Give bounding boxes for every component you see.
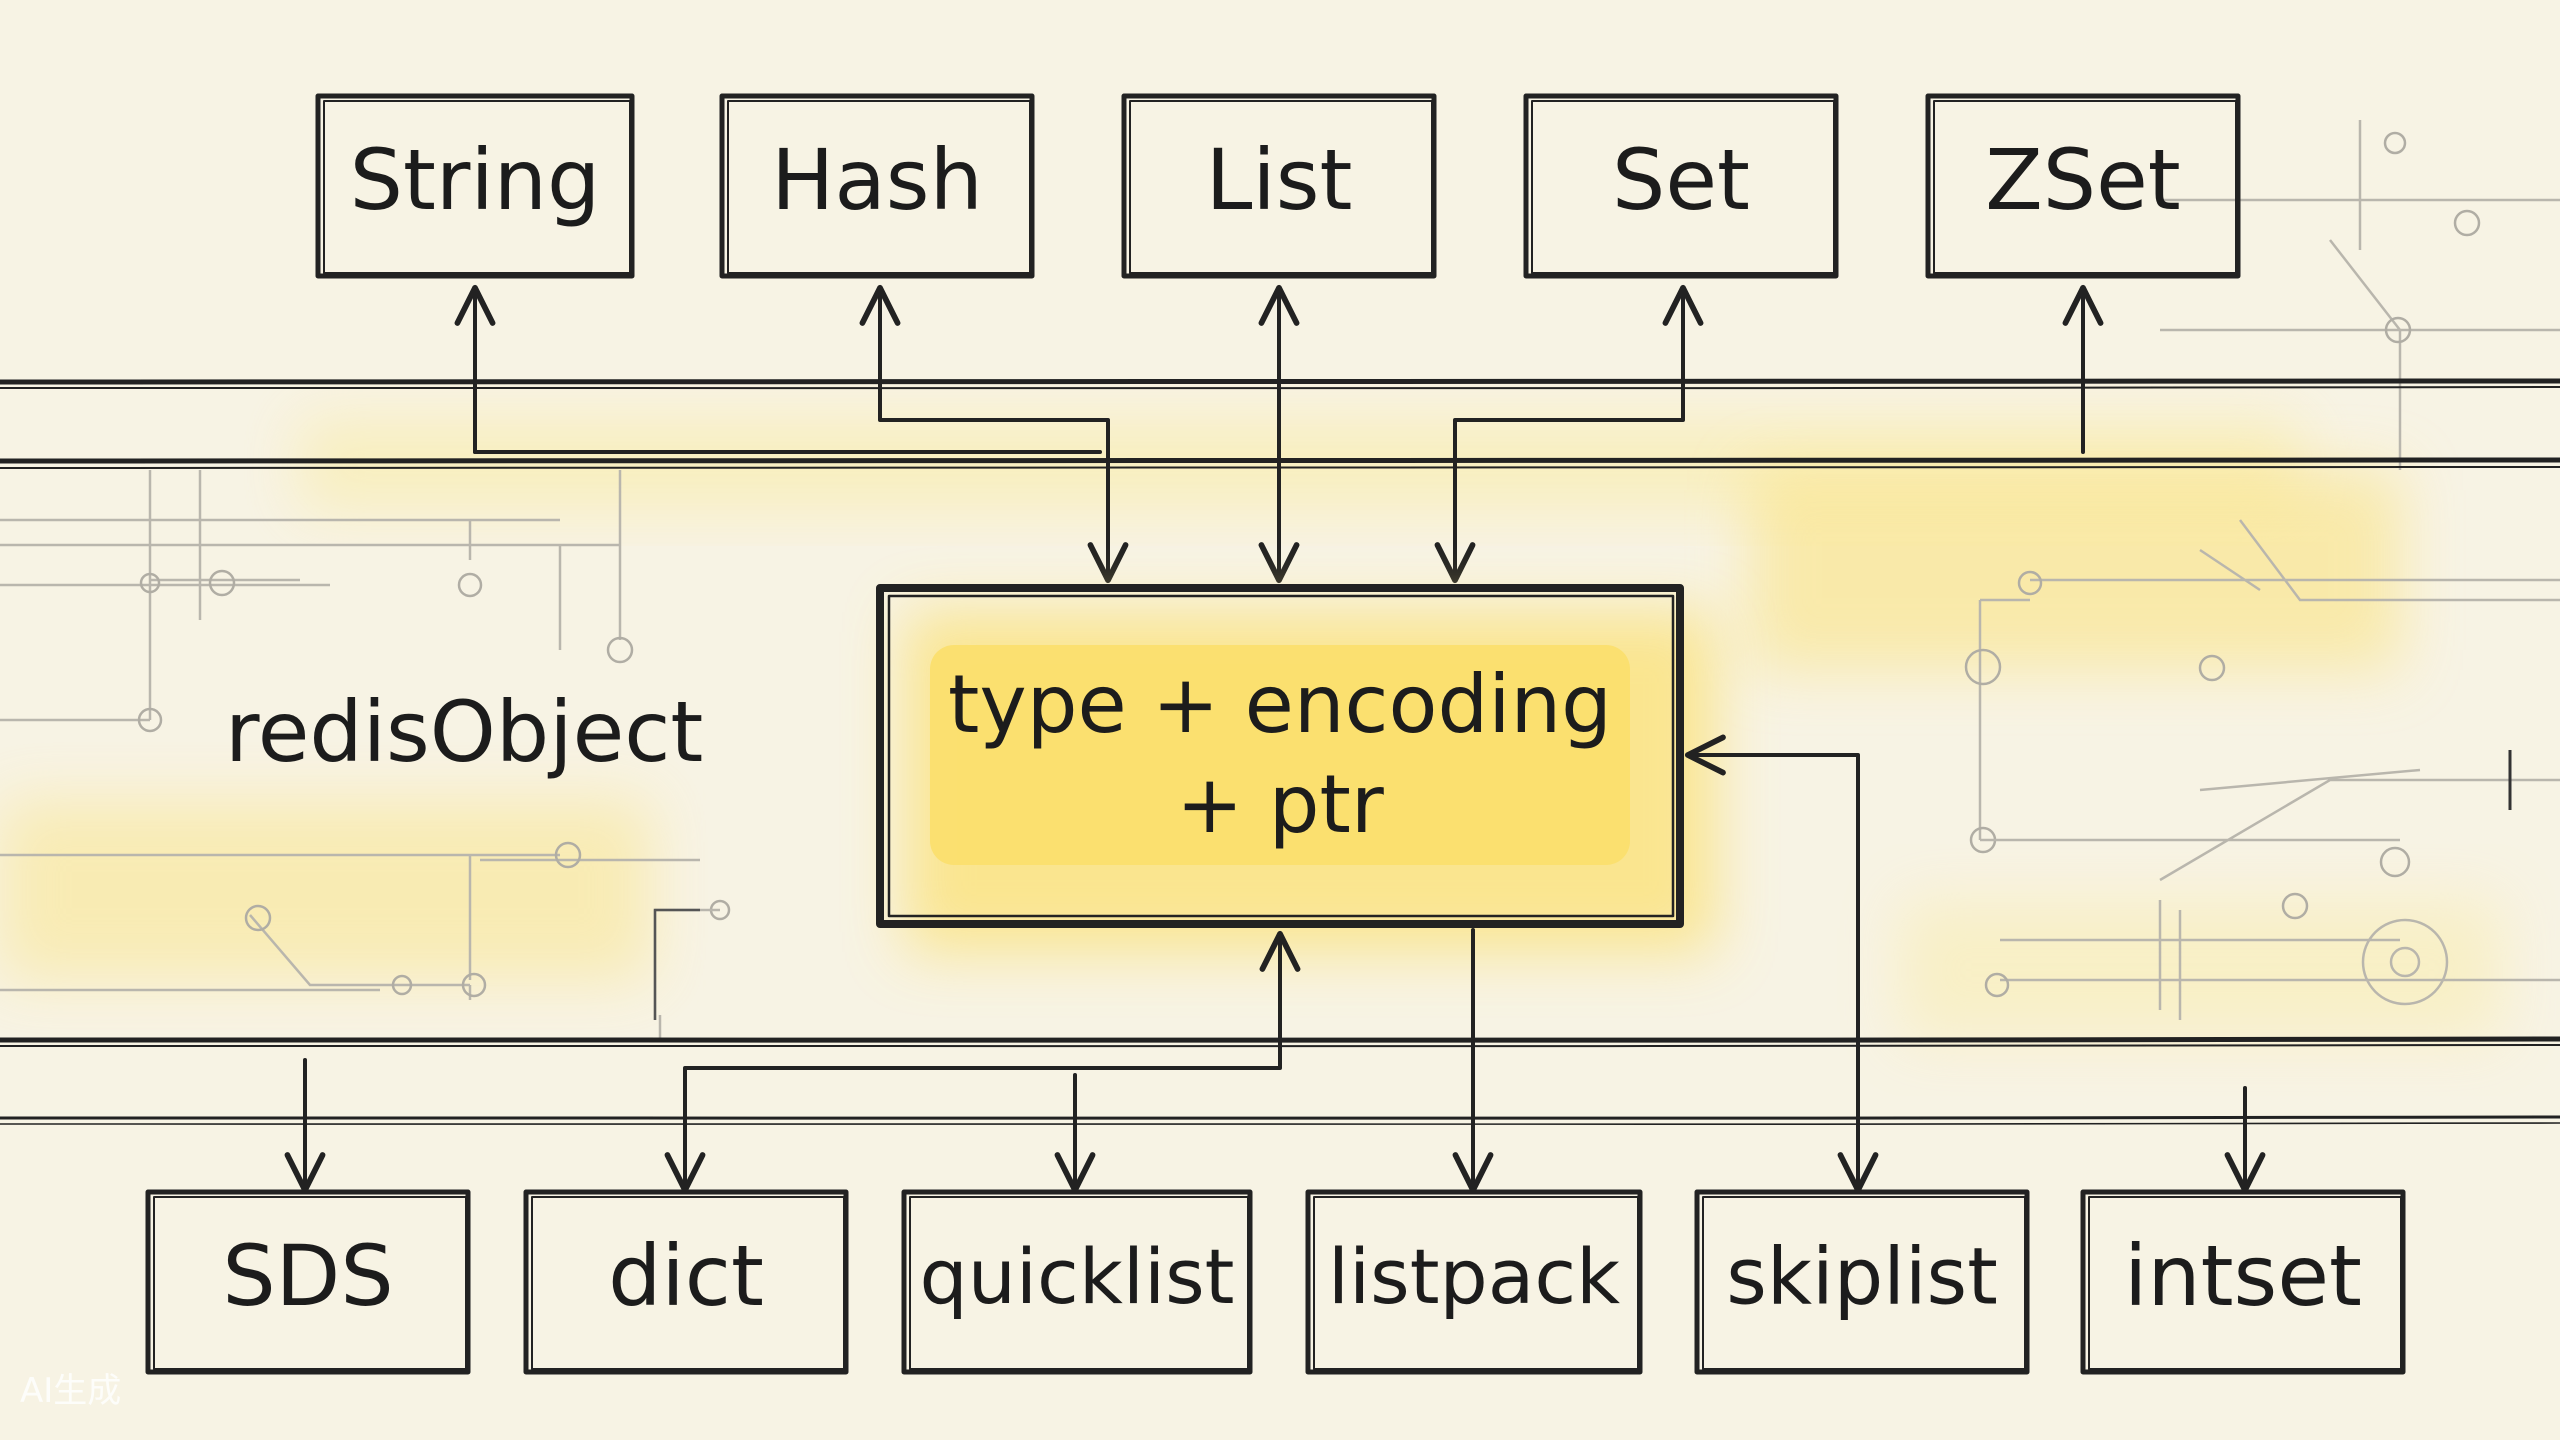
type-box-set: Set [1523,93,1839,279]
encoding-box-label: dict [608,1227,764,1325]
encoding-box-label: quicklist [920,1232,1235,1321]
bottom-connectors [284,734,2266,1194]
encoding-box-quicklist: quicklist [901,1189,1253,1375]
redisobject-label: redisObject [225,683,703,781]
encoding-box-skiplist: skiplist [1694,1189,2030,1375]
circuit-decoration [0,120,2560,1040]
arrow-hash-center [859,284,1129,584]
type-box-label: Hash [771,131,983,229]
top-connectors [454,284,2104,584]
encoding-box-listpack: listpack [1305,1189,1643,1375]
center-box: type + encoding + ptr [876,584,1715,952]
encoding-box-intset: intset [2080,1189,2406,1375]
type-box-string: String [315,93,635,279]
encoding-box-label: SDS [222,1227,393,1325]
arrow-skiplist-center [1684,734,1879,1194]
type-box-label: String [350,131,601,229]
type-box-zset: ZSet [1925,93,2241,279]
encoding-box-label: skiplist [1726,1232,1998,1322]
watermark: AI生成 [20,1371,121,1411]
center-label-line1: type + encoding [948,658,1612,751]
encoding-box-dict: dict [523,1189,849,1375]
center-label-line2: + ptr [1176,758,1384,851]
type-box-hash: Hash [719,93,1035,279]
top-type-boxes: String Hash List Set ZSet [315,93,2241,279]
encoding-boxes: SDS dict quicklist listpack skiplist int… [145,1189,2406,1375]
type-box-label: Set [1612,131,1750,229]
arrow-center-dict [664,930,1301,1194]
encoding-box-sds: SDS [145,1189,471,1375]
type-box-label: List [1206,131,1353,229]
encoding-box-label: intset [2124,1227,2362,1325]
background-washes [0,420,2500,1040]
arrow-set-center [1434,284,1704,584]
type-box-label: ZSet [1985,131,2180,229]
encoding-box-label: listpack [1328,1232,1620,1321]
type-box-list: List [1121,93,1437,279]
